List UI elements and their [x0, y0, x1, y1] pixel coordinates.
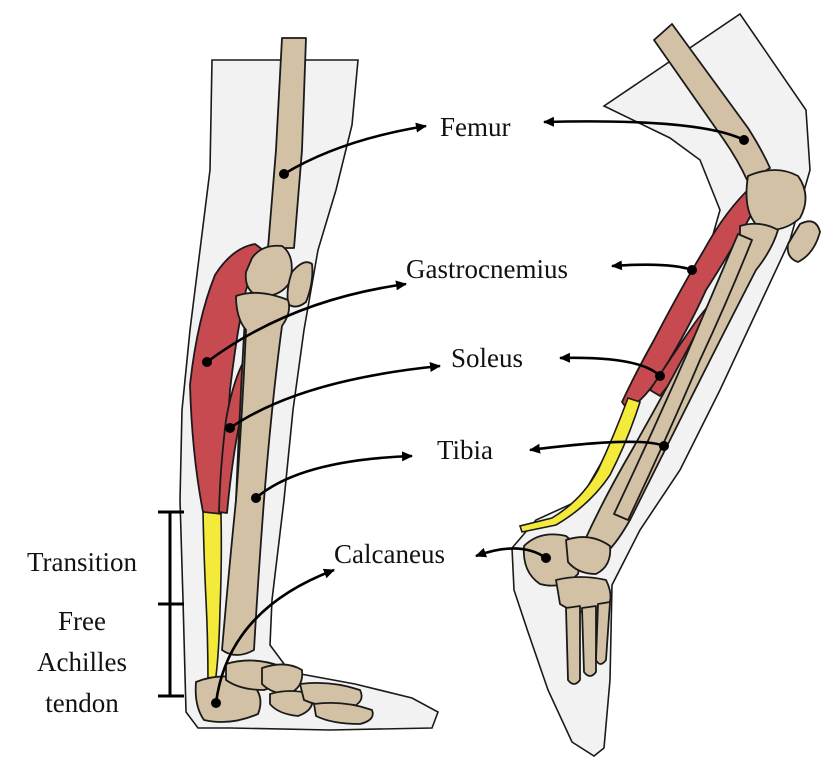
- label-tibia: Tibia: [437, 435, 493, 465]
- straight-leg-illustration: [180, 38, 438, 730]
- right-metatarsal-2: [582, 606, 596, 676]
- right-knee-condyle: [747, 170, 806, 230]
- left-tarsal-bone-1: [262, 664, 302, 694]
- tendon-region-bracket: [158, 512, 184, 696]
- gastrocnemius-right-arrow: [612, 265, 692, 270]
- label-femur: Femur: [440, 112, 511, 142]
- right-metatarsal-1: [566, 606, 580, 684]
- bent-leg-illustration: [512, 14, 820, 756]
- label-free-achilles-line1: Free: [58, 606, 106, 636]
- label-soleus: Soleus: [451, 343, 523, 373]
- label-calcaneus: Calcaneus: [334, 539, 445, 569]
- label-transition: Transition: [27, 547, 138, 577]
- label-gastrocnemius: Gastrocnemius: [406, 254, 568, 284]
- label-free-achilles-line3: tendon: [45, 688, 119, 718]
- label-free-achilles-line2: Achilles: [37, 647, 127, 677]
